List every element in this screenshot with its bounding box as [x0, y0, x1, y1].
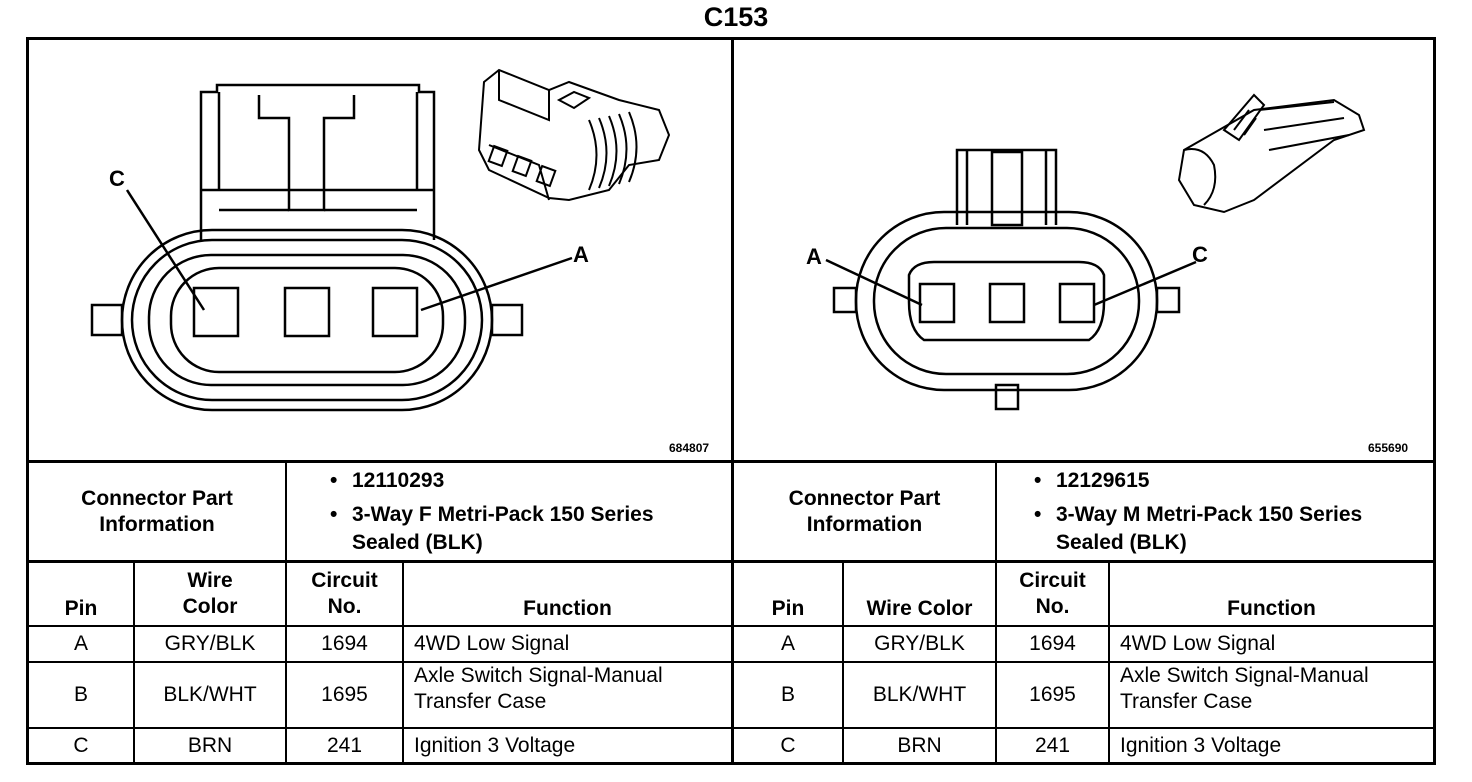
right-row-b-circuit: 1695: [1029, 683, 1076, 706]
left-row-b-circuit: 1695: [321, 683, 368, 706]
right-row-b-function-line2: Transfer Case: [1120, 690, 1253, 713]
row-a-bottom-rule: [26, 661, 1436, 663]
right-row-c-wire: BRN: [897, 734, 942, 757]
male-pin-label-c: C: [1192, 242, 1208, 267]
left-header-function: Function: [523, 597, 612, 620]
left-row-c-circuit: 241: [326, 734, 363, 757]
right-connector-info: 12129615 3-Way M Metri-Pack 150 Series S…: [1034, 467, 1434, 557]
connector-title: C153: [703, 2, 769, 32]
left-connector-info-label: Connector Part Information: [81, 486, 233, 536]
row-b-bottom-rule: [26, 727, 1436, 729]
right-row-b-pin: B: [780, 683, 795, 706]
left-row-a-wire: GRY/BLK: [164, 632, 256, 655]
right-row-c-circuit: 241: [1034, 734, 1071, 757]
female-pin-label-c: C: [109, 166, 125, 191]
female-connector-drawing: C A 684807: [90, 68, 709, 455]
right-col-rule-3: [1108, 561, 1110, 765]
right-row-a-pin: A: [780, 632, 795, 655]
right-header-circuit-line1: Circuit: [1019, 569, 1086, 592]
male-figure-id: 655690: [1368, 441, 1408, 455]
right-connector-info-label: Connector Part Information: [788, 486, 941, 536]
left-description-line2: Sealed (BLK): [352, 531, 483, 554]
right-row-a-circuit: 1694: [1029, 632, 1076, 655]
right-description-line2: Sealed (BLK): [1056, 531, 1187, 554]
right-row-c-function: Ignition 3 Voltage: [1120, 734, 1282, 757]
left-description-line1: 3-Way F Metri-Pack 150 Series: [330, 501, 730, 529]
left-row-c-wire: BRN: [187, 734, 233, 757]
diagram-bottom-rule: [26, 460, 1436, 463]
left-row-b-function-line2: Transfer Case: [414, 690, 547, 713]
left-connector-info: 12110293 3-Way F Metri-Pack 150 Series S…: [330, 467, 730, 557]
left-row-b-pin: B: [73, 683, 88, 706]
right-row-c-pin: C: [780, 734, 796, 757]
info-bottom-rule: [26, 560, 1436, 563]
left-row-a-circuit: 1694: [321, 632, 368, 655]
left-header-wire-line2: Color: [182, 595, 238, 618]
left-header-wire-line1: Wire: [187, 569, 233, 592]
left-part-number: 12110293: [330, 467, 730, 495]
right-info-divider: [995, 460, 997, 563]
female-pin-label-a: A: [573, 242, 589, 267]
left-row-c-pin: C: [73, 734, 89, 757]
right-row-a-wire: GRY/BLK: [874, 632, 965, 655]
left-row-a-function: 4WD Low Signal: [414, 632, 570, 655]
right-description-line1: 3-Way M Metri-Pack 150 Series: [1034, 501, 1434, 529]
female-figure-id: 684807: [669, 441, 709, 455]
left-header-circuit-line1: Circuit: [311, 569, 378, 592]
left-col-rule-1: [133, 561, 135, 765]
right-row-b-function-line1: Axle Switch Signal-Manual: [1120, 664, 1369, 687]
male-connector-drawing: A C 655690: [806, 93, 1408, 455]
right-row-a-function: 4WD Low Signal: [1120, 632, 1276, 655]
left-header-wire-color: Wire Color: [135, 563, 285, 625]
right-row-b-function: Axle Switch Signal-Manual Transfer Case: [1110, 663, 1433, 727]
left-row-b-wire: BLK/WHT: [163, 683, 257, 706]
left-col-rule-3: [402, 561, 404, 765]
left-header-circuit-line2: No.: [327, 595, 362, 618]
right-row-b-wire: BLK/WHT: [872, 683, 967, 706]
left-col-rule-2: [285, 561, 287, 765]
right-header-function: Function: [1227, 597, 1316, 620]
left-header-circuit: Circuit No.: [287, 563, 402, 625]
right-header-circuit-line2: No.: [1035, 595, 1070, 618]
right-header-circuit: Circuit No.: [997, 563, 1108, 625]
header-bottom-rule: [26, 625, 1436, 627]
right-part-number: 12129615: [1034, 467, 1434, 495]
right-header-pin: Pin: [771, 597, 805, 620]
left-info-divider: [285, 460, 287, 563]
right-header-wire-color: Wire Color: [866, 597, 973, 620]
left-row-b-function-line1: Axle Switch Signal-Manual: [414, 664, 663, 687]
center-divider: [731, 37, 734, 765]
right-col-rule-1: [842, 561, 844, 765]
left-row-b-function: Axle Switch Signal-Manual Transfer Case: [404, 663, 731, 727]
right-col-rule-2: [995, 561, 997, 765]
left-row-c-function: Ignition 3 Voltage: [414, 734, 576, 757]
left-row-a-pin: A: [73, 632, 88, 655]
male-pin-label-a: A: [806, 244, 822, 269]
left-header-pin: Pin: [64, 597, 98, 620]
